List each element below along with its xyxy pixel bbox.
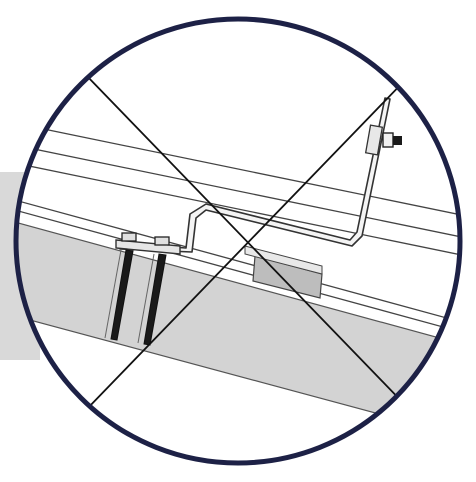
arm-bolt	[382, 132, 394, 148]
roof-surface-line-2	[16, 205, 460, 337]
panel-line-2	[16, 141, 460, 241]
roof-hook	[119, 97, 391, 253]
cross-line-2	[84, 73, 412, 412]
screw-left-outline	[104, 249, 122, 339]
detail-circle-ring	[13, 16, 463, 466]
panel-line-1	[16, 119, 460, 219]
screw-right-outline	[137, 253, 155, 344]
roof-slab	[16, 217, 460, 441]
roof-surface-line-1	[16, 195, 460, 327]
bolt-head-right	[154, 236, 170, 246]
detail-content	[16, 73, 460, 441]
bolt-head-left	[121, 232, 137, 242]
panel-line-3	[16, 159, 460, 259]
tile-block-top	[244, 245, 323, 275]
arm-bolt-nut	[393, 136, 402, 145]
screw-left	[110, 249, 134, 341]
arm-bracket	[364, 124, 384, 156]
